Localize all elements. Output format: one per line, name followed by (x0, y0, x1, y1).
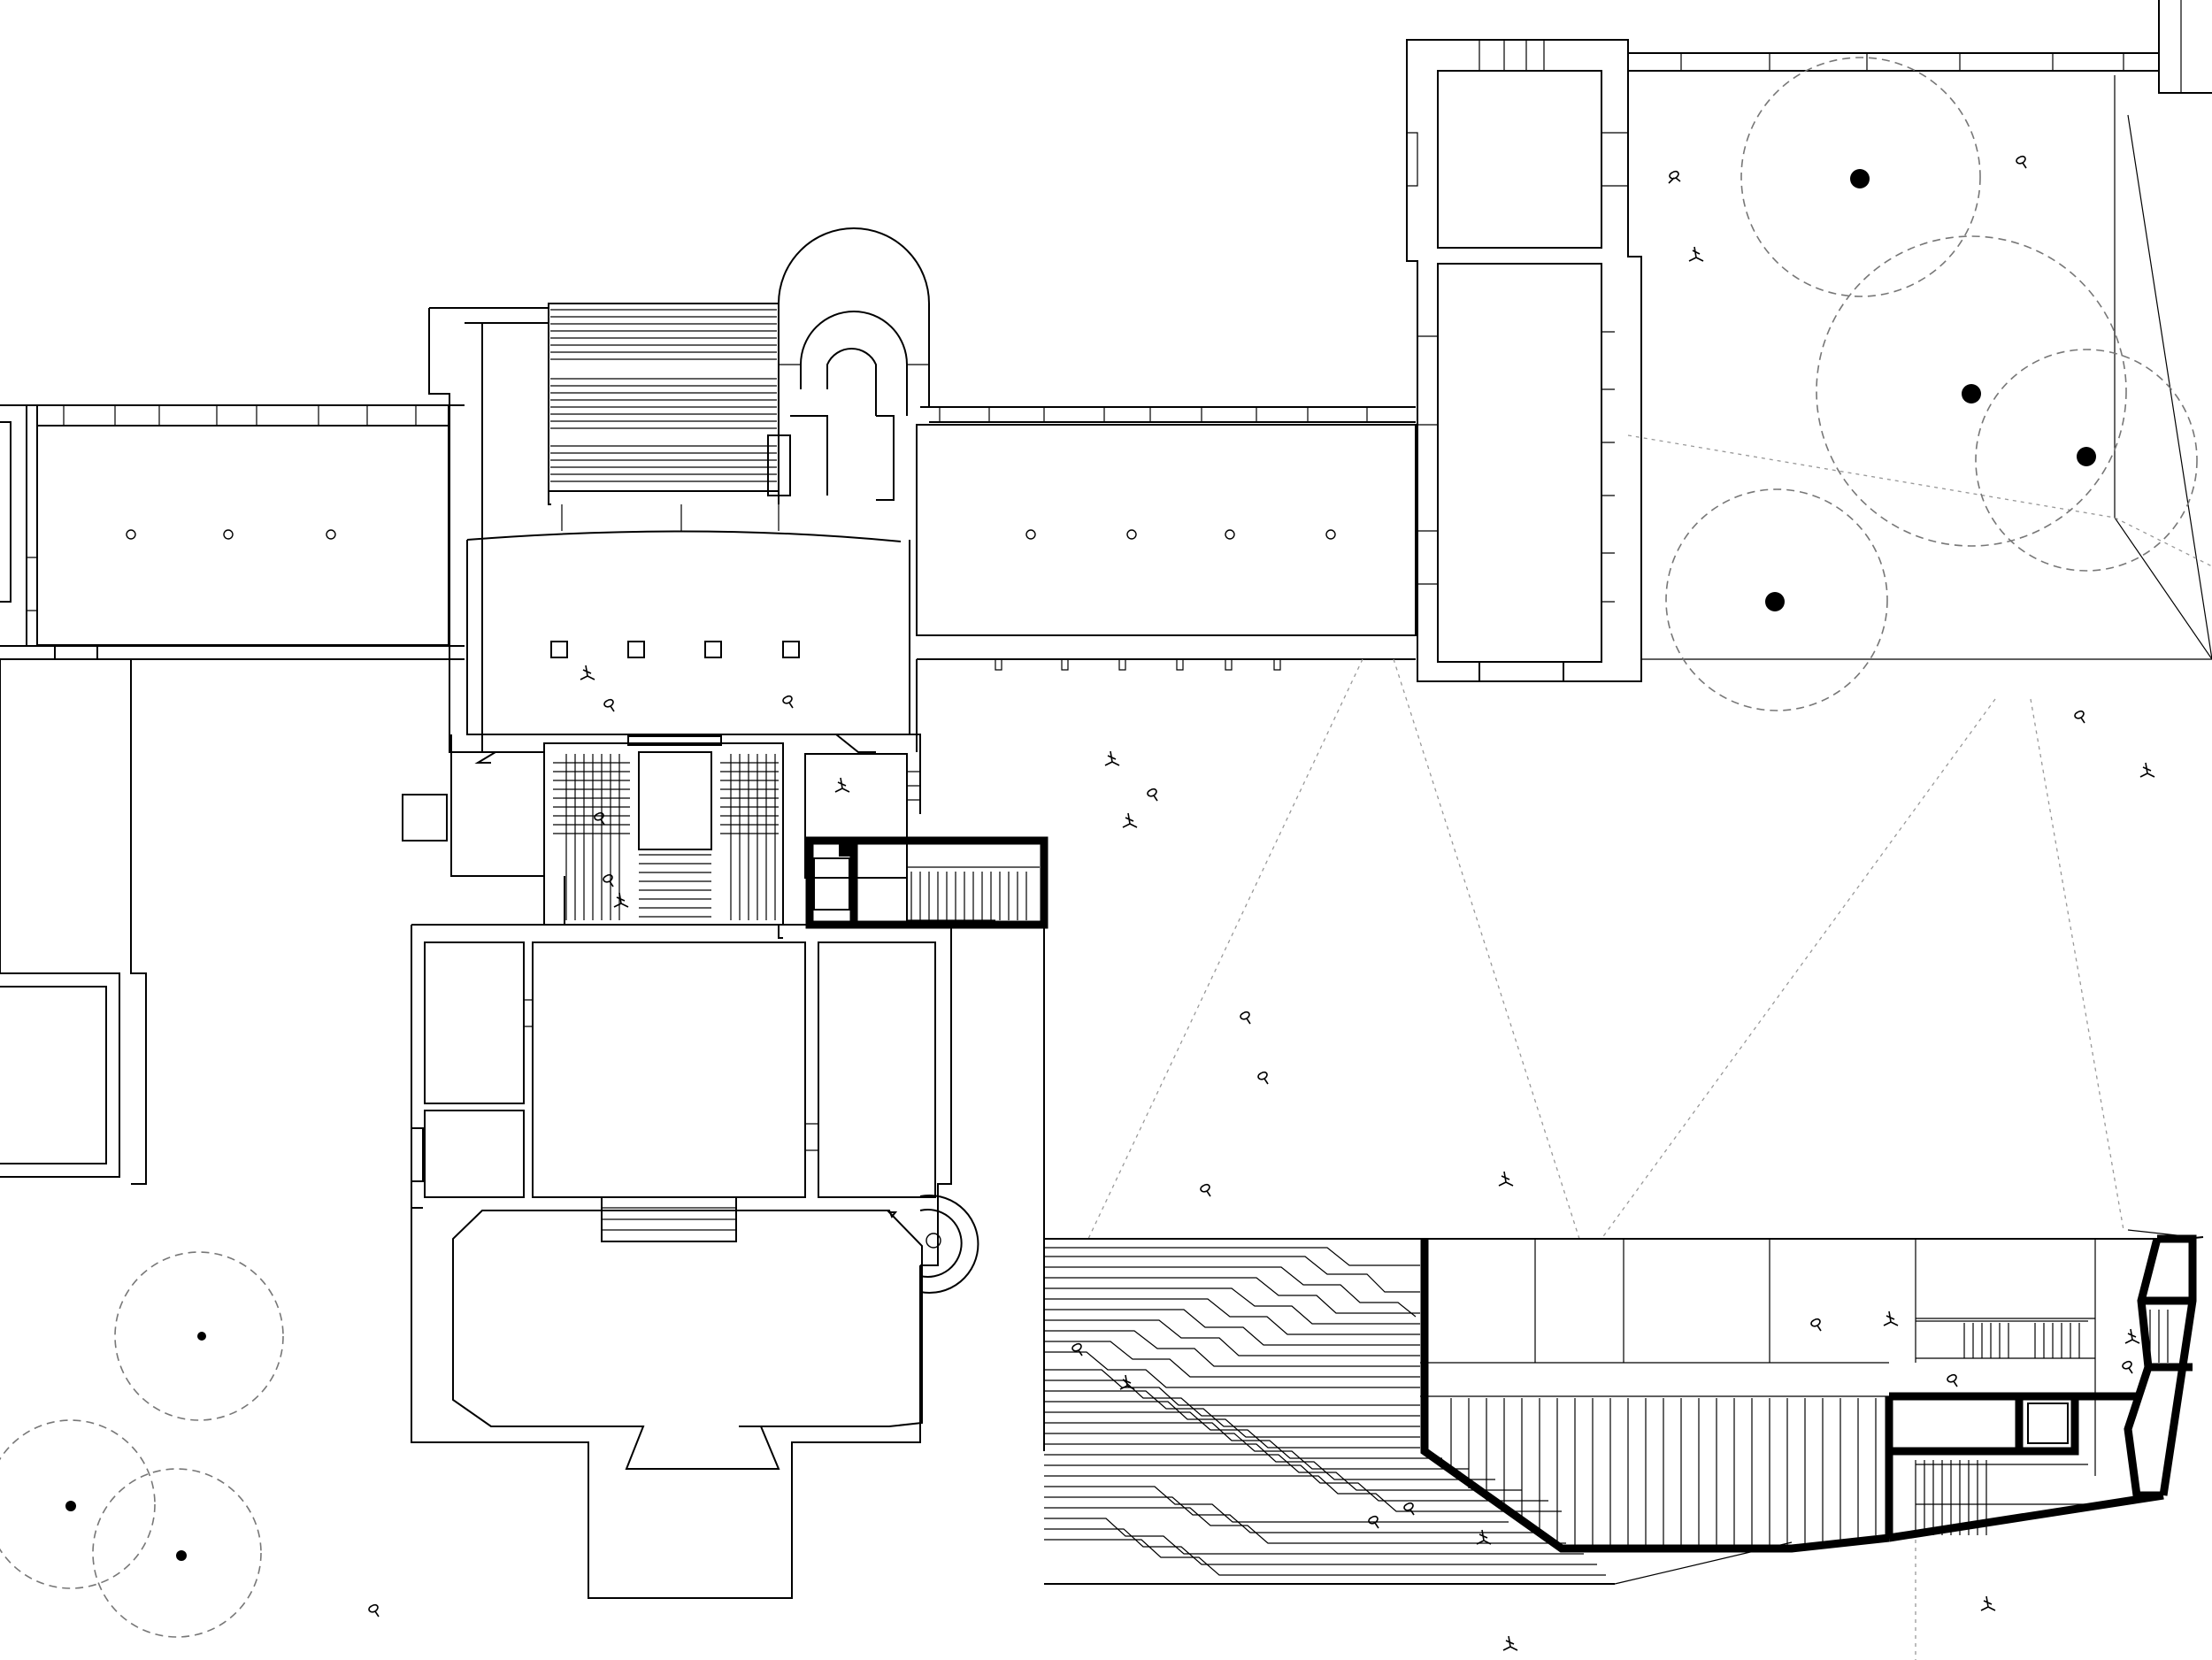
east-wing (916, 406, 1417, 1451)
north-courtyard (1627, 57, 2212, 711)
south-west-trees (0, 1251, 284, 1638)
tree-trunks (1765, 169, 2096, 611)
central-block (402, 227, 979, 1599)
west-wing (0, 404, 465, 1185)
sight-lines (1087, 658, 2193, 1240)
tree-canopies (1665, 57, 2198, 711)
scale-figures (368, 155, 2155, 1651)
new-stair-insert (805, 836, 1048, 929)
new-south-building (1044, 1234, 2204, 1660)
north-tower (1406, 0, 2212, 682)
